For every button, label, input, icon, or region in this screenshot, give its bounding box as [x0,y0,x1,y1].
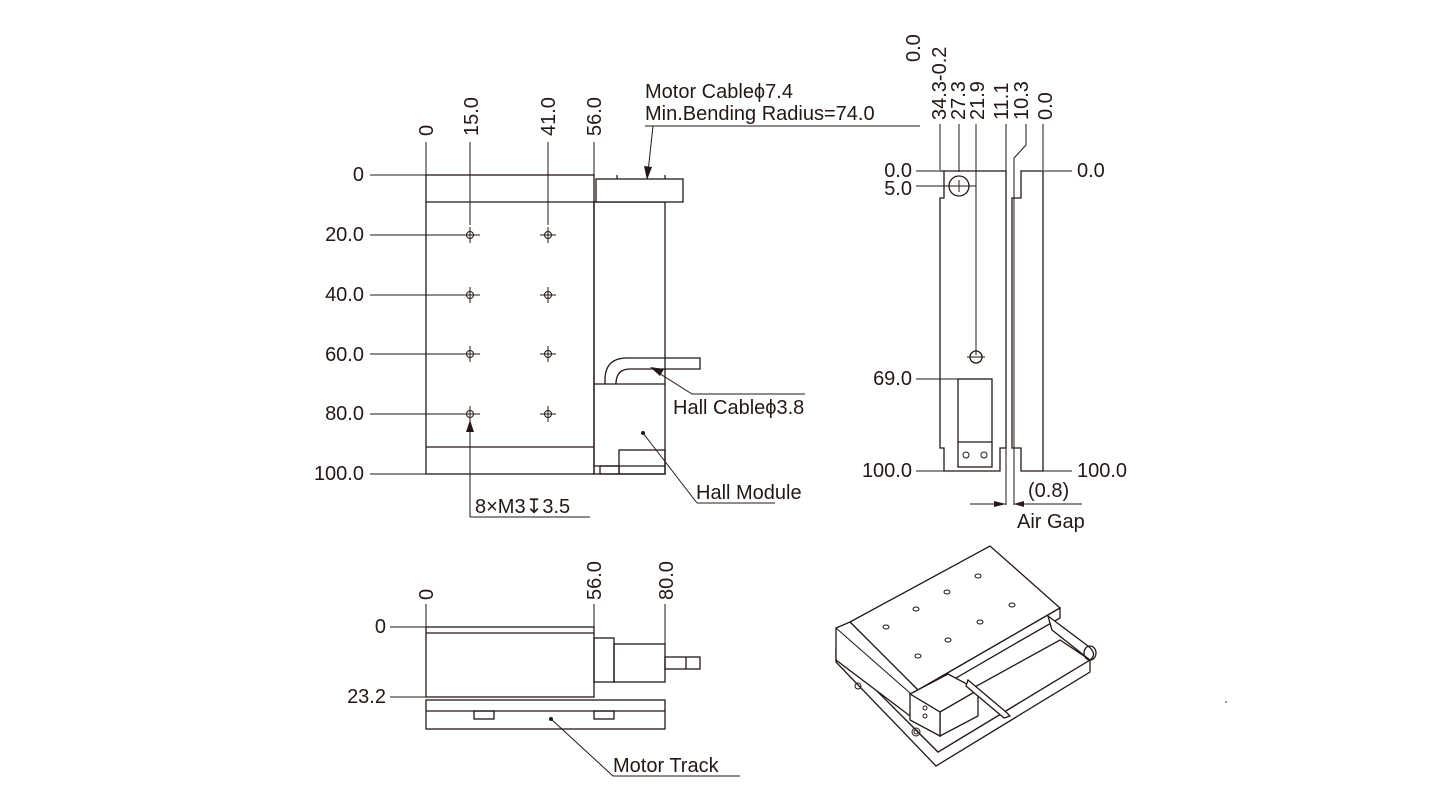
mounting-hole [462,287,478,303]
side-right-y-0: 0.0 [1077,160,1105,182]
top-view: 0 15.0 41.0 56.0 0 20.0 40.0 60.0 80.0 1… [314,81,920,518]
side-dim-21-9: 21.9 [967,81,989,120]
motor-cable-end [613,643,666,683]
mounting-hole [540,227,556,243]
air-gap-label: Air Gap [1017,511,1085,533]
slider-body [425,626,595,698]
side-dim-34-3: 34.3-0.2 [929,47,951,120]
mounting-hole [462,406,478,422]
hall-cable [604,357,701,385]
side-dim-0-top: 0.0 [903,34,925,62]
mounting-hole [462,227,478,243]
top-x-dim-15: 15.0 [461,97,483,136]
motor-cable-label: Motor Cableϕ7.4 [645,81,793,103]
cable-section [948,175,970,197]
hall-module-label: Hall Module [696,482,802,504]
side-dim-11-1: 11.1 [991,83,1013,120]
slider-plate [425,174,595,475]
top-y-dim-60: 60.0 [325,344,364,366]
front-view: 0 56.0 80.0 0 23.2 Motor Track [347,561,740,777]
motor-track [425,699,666,730]
mounting-hole [540,346,556,362]
side-right-y-100: 100.0 [1077,460,1127,482]
front-y-dim-0: 0 [375,616,386,638]
carriage-profile [939,170,1007,472]
top-y-dim-40: 40.0 [325,284,364,306]
front-x-dim-0: 0 [416,589,438,600]
side-y-dim-69: 69.0 [873,368,912,390]
mounting-holes [462,227,556,422]
top-x-dim-0: 0 [416,125,438,136]
top-x-dim-56: 56.0 [584,97,606,136]
side-y-dim-100: 100.0 [862,460,912,482]
front-x-dim-80: 80.0 [656,561,678,600]
hall-sensor [957,378,993,468]
top-x-dim-41: 41.0 [538,97,560,136]
mounting-hole [462,346,478,362]
top-holes [882,573,1016,659]
bending-radius-label: Min.Bending Radius=74.0 [645,103,875,125]
front-x-dim-56: 56.0 [584,561,606,600]
side-y-dim-0: 0.0 [884,160,912,182]
motor-side-block [593,201,666,475]
mounting-hole [540,287,556,303]
side-dim-27-3: 27.3 [948,81,970,120]
motor-cable [595,178,684,203]
side-y-dim-5: 5.0 [884,178,912,200]
holes-spec: 8×M3↧3.5 [475,496,570,518]
side-dim-0-right: 0.0 [1035,92,1057,120]
top-y-dim-0: 0 [353,164,364,186]
mounting-hole [540,406,556,422]
top-y-dim-20: 20.0 [325,224,364,246]
hall-cable-label: Hall Cableϕ3.8 [673,397,804,419]
top-y-dim-100: 100.0 [314,463,364,485]
air-gap-value: (0.8) [1028,480,1069,502]
side-dim-10-3: 10.3 [1011,81,1033,120]
isometric-view [835,545,1227,767]
top-y-dim-80: 80.0 [325,403,364,425]
side-view: 0.0 34.3-0.2 27.3 21.9 11.1 10.3 0.0 0.0… [862,34,1127,533]
track-profile [1011,170,1044,472]
front-y-dim-23-2: 23.2 [347,686,386,708]
motor-track-label: Motor Track [613,755,720,777]
